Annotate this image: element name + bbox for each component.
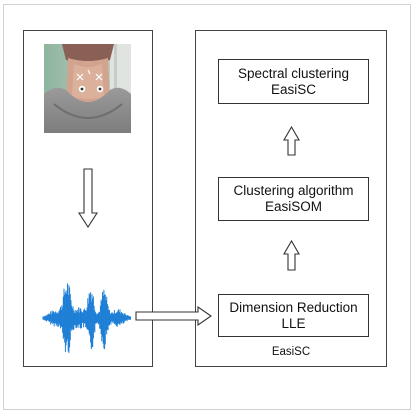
- panel-caption: EasiSC: [271, 346, 311, 358]
- up-arrow-icon: [283, 125, 300, 156]
- step-title: Clustering algorithm: [233, 183, 354, 198]
- right-arrow-icon: [135, 305, 212, 327]
- step-title: Dimension Reduction: [229, 299, 358, 315]
- step-dimension-reduction: Dimension Reduction LLE: [218, 294, 369, 337]
- down-arrow-icon: [77, 168, 99, 229]
- outer-frame: [3, 4, 411, 410]
- step-title: Spectral clustering: [237, 65, 350, 81]
- step-clustering-algorithm: Clustering algorithm EasiSOM: [218, 177, 369, 221]
- step-spectral-clustering: Spectral clustering EasiSC: [218, 59, 369, 104]
- neck-photo: [44, 44, 131, 133]
- step-subtitle: EasiSC: [270, 81, 316, 97]
- neck-photo-image: [44, 44, 131, 133]
- waveform-icon: [42, 283, 131, 353]
- up-arrow-icon: [283, 239, 300, 271]
- step-subtitle: EasiSOM: [264, 199, 322, 214]
- step-subtitle: LLE: [281, 315, 306, 331]
